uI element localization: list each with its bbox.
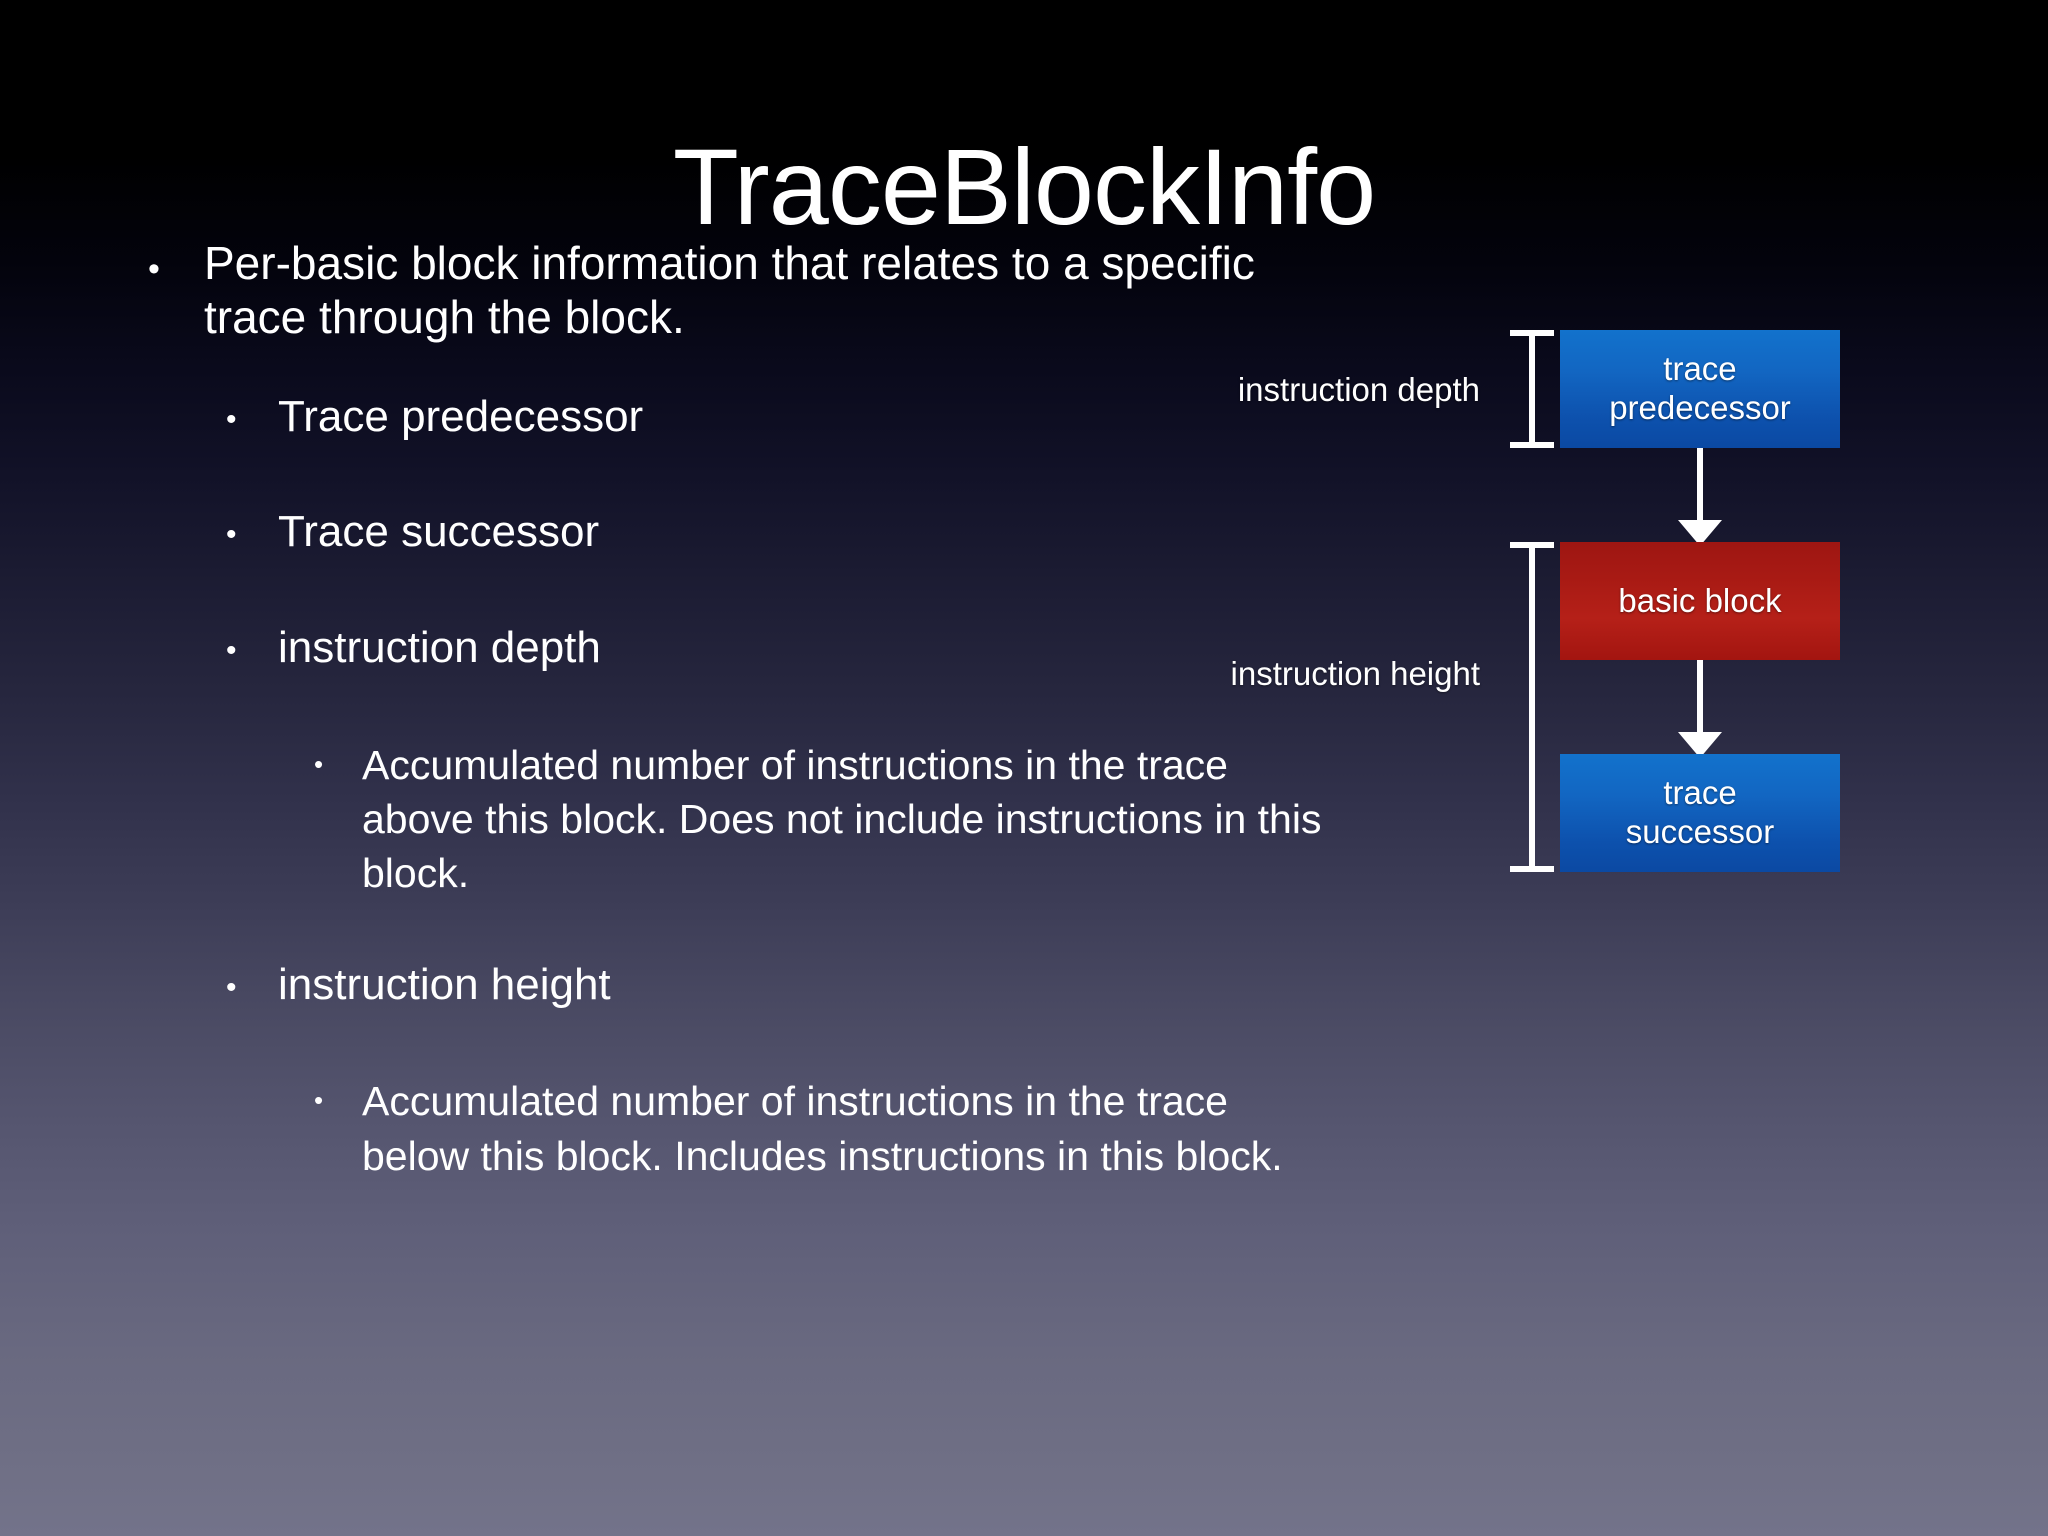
bullet-marker-icon: • <box>226 402 237 436</box>
list-item-text: Accumulated number of instructions in th… <box>362 742 1322 897</box>
list-item: • instruction height <box>226 959 1338 1011</box>
bullet-marker-icon: • <box>226 634 237 668</box>
instruction-height-label: instruction height <box>1230 655 1480 692</box>
trace-block-diagram: instruction depth instruction height tra… <box>1180 330 1980 930</box>
bracket-cap-bottom <box>1510 866 1554 872</box>
list-item: • Accumulated number of instructions in … <box>314 1074 1338 1182</box>
diagram-node-trace-successor: trace successor <box>1560 754 1840 872</box>
node-label-line2: successor <box>1625 813 1775 850</box>
bullet-list: • Per-basic block information that relat… <box>148 236 1338 1241</box>
list-item-text: Accumulated number of instructions in th… <box>362 1078 1283 1179</box>
instruction-depth-label: instruction depth <box>1237 371 1480 408</box>
node-label: basic block <box>1618 581 1782 619</box>
instruction-depth-bracket-icon <box>1510 330 1554 448</box>
list-item: • Trace successor <box>226 506 1338 558</box>
list-item-text: Trace predecessor <box>278 391 644 441</box>
list-item-text: instruction height <box>278 959 611 1009</box>
diagram-node-basic-block: basic block <box>1560 542 1840 660</box>
arrowhead-icon <box>1678 732 1722 758</box>
node-label: trace predecessor <box>1609 350 1791 428</box>
bullet-marker-icon: • <box>148 250 160 288</box>
arrowhead-icon <box>1678 520 1722 546</box>
node-label-line2: predecessor <box>1609 389 1791 426</box>
edge-predecessor-to-block <box>1697 448 1703 526</box>
list-item: • Trace predecessor <box>226 391 1338 443</box>
bracket-cap-bottom <box>1510 442 1554 448</box>
list-item-text: Trace successor <box>278 507 600 557</box>
diagram-node-trace-predecessor: trace predecessor <box>1560 330 1840 448</box>
node-label-line1: trace <box>1663 774 1737 812</box>
bullet-marker-icon: • <box>314 749 324 780</box>
bullet-marker-icon: • <box>226 518 237 552</box>
edge-block-to-successor <box>1697 660 1703 738</box>
list-item-text: Per-basic block information that relates… <box>204 237 1255 344</box>
bracket-stem <box>1529 542 1535 872</box>
instruction-height-bracket-icon <box>1510 542 1554 872</box>
page-title: TraceBlockInfo <box>672 126 1376 248</box>
list-item: • Per-basic block information that relat… <box>148 236 1338 345</box>
bullet-marker-icon: • <box>226 970 237 1004</box>
node-label: trace successor <box>1626 774 1775 852</box>
list-item: • instruction depth <box>226 622 1338 674</box>
node-label-line1: trace <box>1663 350 1737 388</box>
list-item: • Accumulated number of instructions in … <box>314 738 1338 900</box>
list-item-text: instruction depth <box>278 623 601 673</box>
bracket-stem <box>1529 330 1535 448</box>
bullet-marker-icon: • <box>314 1085 324 1116</box>
